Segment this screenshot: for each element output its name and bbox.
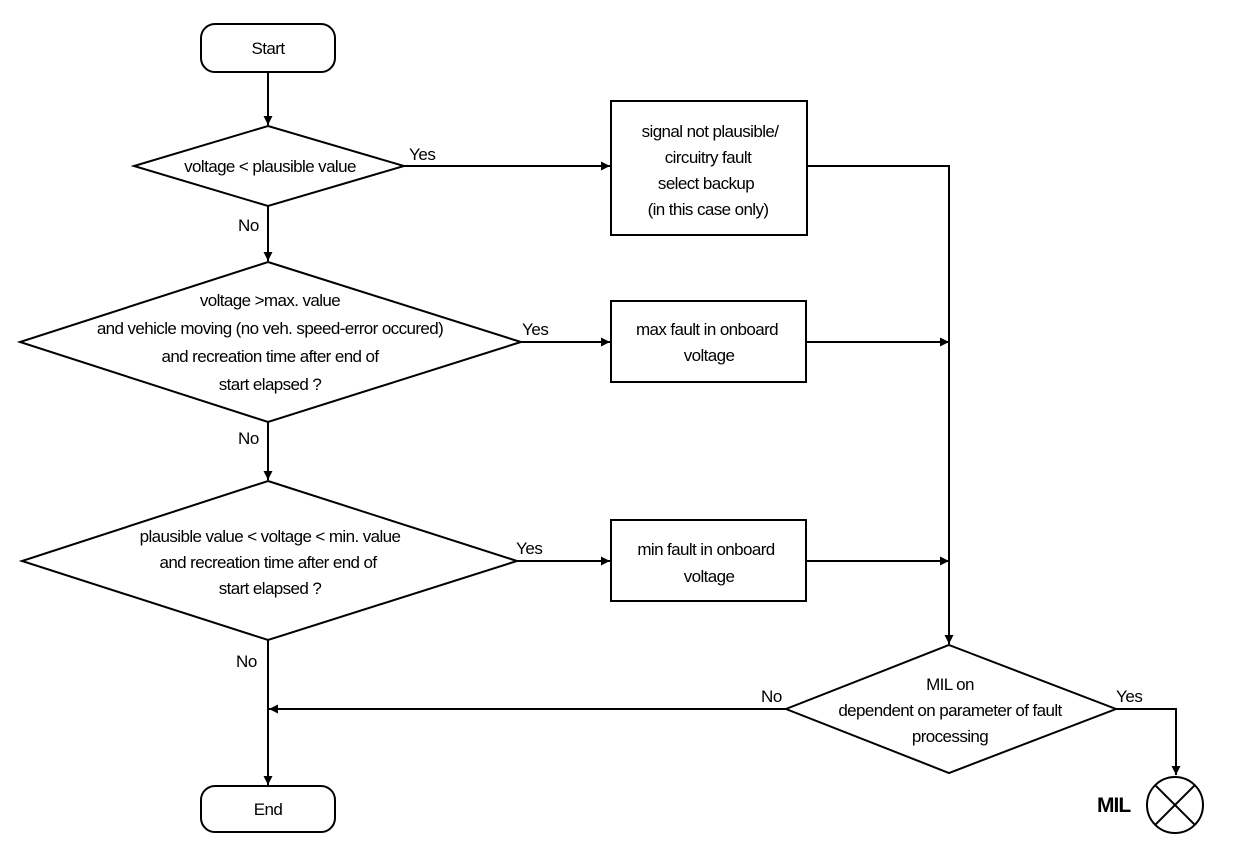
decision-mil-on: MIL on dependent on parameter of fault p… (783, 643, 1119, 775)
decision-voltage-below-min: plausible value < voltage < min. value a… (18, 479, 521, 642)
mil-lamp-icon (1146, 776, 1204, 834)
action-text-line: signal not plausible/ (642, 122, 780, 141)
decision-text-line: MIL on (926, 675, 974, 694)
action-text-line: max fault in onboard (636, 320, 778, 339)
label-d4-no: No (761, 687, 782, 706)
connectors (263, 72, 1181, 785)
action-text-line: voltage (684, 346, 735, 365)
decision-text-line: and recreation time after end of (161, 347, 379, 366)
decision-text-line: voltage >max. value (200, 291, 340, 310)
decision-text-line: dependent on parameter of fault (838, 701, 1062, 720)
label-d2-yes: Yes (522, 320, 549, 339)
label-d3-yes: Yes (516, 539, 543, 558)
branch-labels: Yes No Yes No Yes No No Yes (236, 145, 1143, 706)
start-label: Start (252, 39, 286, 58)
action-text-line: select backup (658, 174, 754, 193)
mil-lamp-label: MIL (1097, 794, 1131, 817)
action-max-fault: max fault in onboard voltage (610, 300, 807, 383)
decision-text-line: and recreation time after end of (159, 553, 377, 572)
action-signal-not-plausible: signal not plausible/ circuitry fault se… (610, 100, 808, 236)
label-d4-yes: Yes (1116, 687, 1143, 706)
action-text-line: min fault in onboard (637, 540, 774, 559)
end-terminal: End (200, 785, 336, 833)
action-text-line: voltage (684, 567, 735, 586)
decision-text-line: plausible value < voltage < min. value (140, 527, 401, 546)
start-terminal: Start (200, 23, 336, 73)
decision-text-line: start elapsed ? (219, 375, 322, 394)
decision-text-line: start elapsed ? (219, 579, 322, 598)
decision-text-line: voltage < plausible value (184, 157, 356, 176)
label-d2-no: No (238, 429, 259, 448)
action-min-fault: min fault in onboard voltage (610, 519, 807, 602)
arrow-d4-yes (1116, 708, 1181, 775)
label-d1-yes: Yes (409, 145, 436, 164)
decision-voltage-above-max: voltage >max. value and vehicle moving (… (16, 260, 525, 424)
label-d1-no: No (238, 216, 259, 235)
decision-voltage-below-plausible: voltage < plausible value (130, 124, 408, 208)
arrow-bus-to-d4 (807, 165, 954, 644)
decision-text-line: processing (912, 727, 988, 746)
label-d3-no: No (236, 652, 257, 671)
action-text-line: circuitry fault (665, 148, 752, 167)
decision-text-line: and vehicle moving (no veh. speed-error … (97, 319, 443, 338)
action-text-line: (in this case only) (648, 200, 769, 219)
end-label: End (254, 800, 283, 819)
